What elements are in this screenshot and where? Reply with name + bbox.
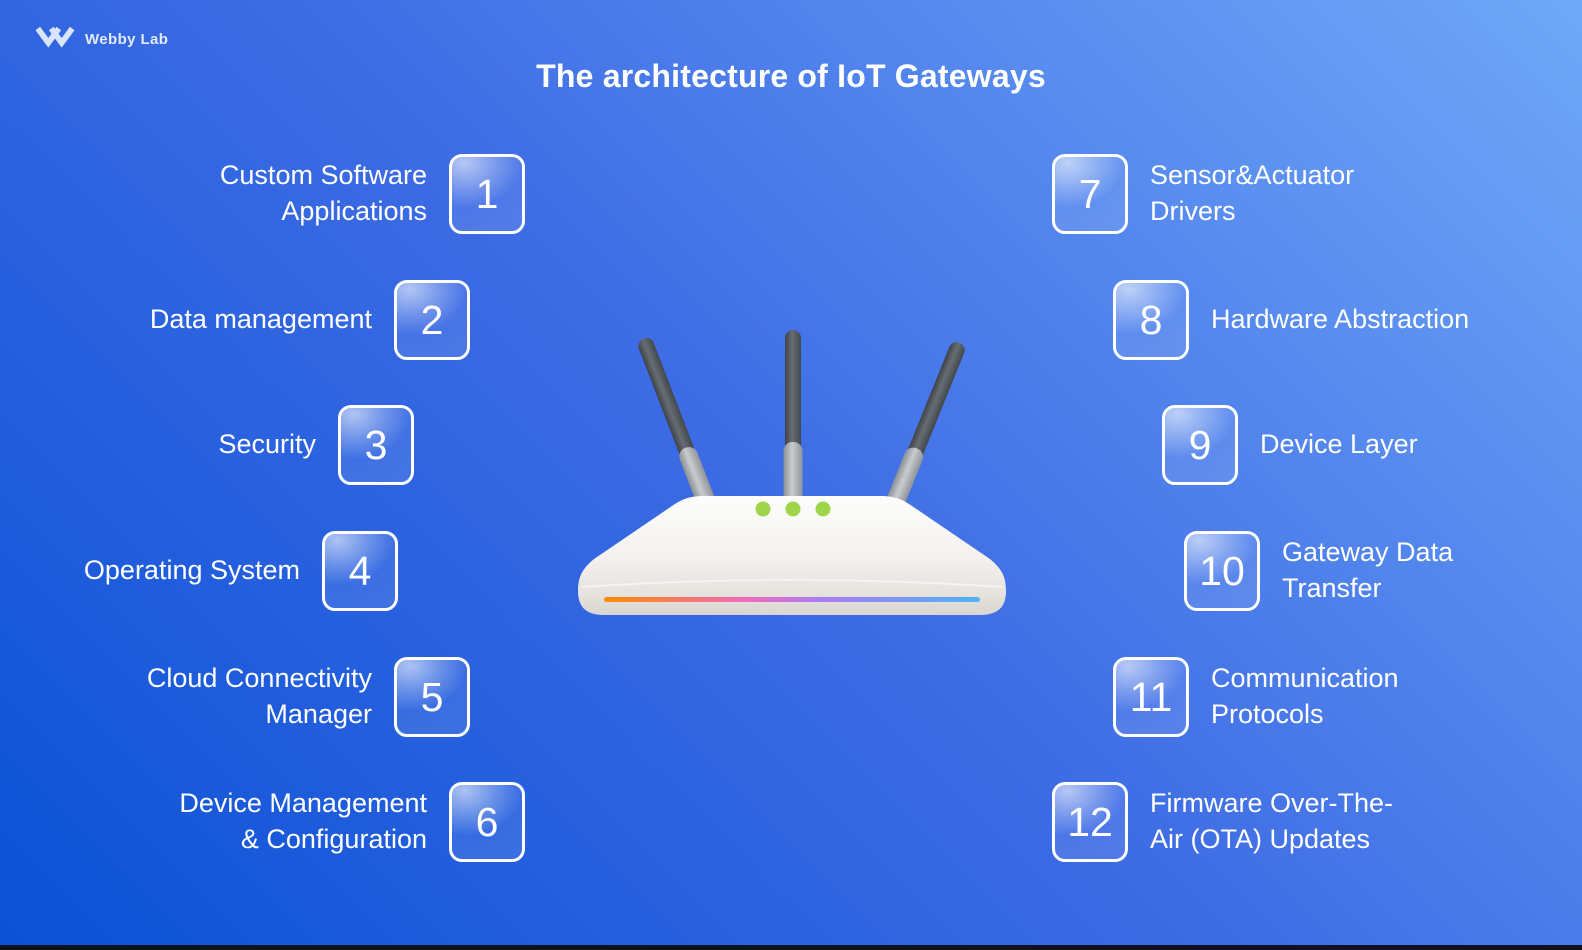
item-hardware-abstraction: 8 Hardware Abstraction [1113, 280, 1469, 360]
wifi-router-illustration [578, 330, 1006, 615]
item-cloud-connectivity-manager: Cloud Connectivity Manager 5 [147, 657, 470, 737]
item-device-management-configuration: Device Management & Configuration 6 [179, 782, 525, 862]
item-number: 4 [348, 547, 372, 594]
item-number: 7 [1078, 170, 1102, 217]
webbylab-logo-text: Webby Lab [85, 30, 169, 48]
item-label: Communication Protocols [1211, 663, 1399, 729]
router-body [578, 496, 1006, 615]
item-number-box: 5 [394, 657, 470, 737]
item-label: Device Management & Configuration [179, 788, 427, 854]
item-number: 9 [1188, 421, 1212, 468]
item-number-box: 4 [322, 531, 398, 611]
item-custom-software-applications: Custom Software Applications 1 [220, 154, 525, 234]
router-led [815, 501, 831, 517]
item-number: 6 [475, 798, 499, 845]
item-operating-system: Operating System 4 [84, 531, 398, 611]
item-label: Sensor&Actuator Drivers [1150, 160, 1355, 226]
page-title: The architecture of IoT Gateways [536, 58, 1046, 94]
item-number-box: 7 [1052, 154, 1128, 234]
webbylab-logo: Webby Lab [34, 24, 168, 54]
item-number-box: 12 [1052, 782, 1128, 862]
item-number-box: 10 [1184, 531, 1260, 611]
item-number-box: 11 [1113, 657, 1189, 737]
item-number: 12 [1067, 798, 1113, 845]
item-number-box: 1 [449, 154, 525, 234]
router-led [755, 501, 771, 517]
item-label: Hardware Abstraction [1211, 304, 1470, 335]
item-number: 3 [364, 421, 388, 468]
item-label: Gateway Data Transfer [1282, 537, 1454, 603]
item-label: Device Layer [1260, 429, 1418, 460]
item-label: Data management [149, 304, 372, 335]
item-number: 10 [1199, 547, 1245, 594]
item-communication-protocols: 11 Communication Protocols [1113, 657, 1399, 737]
item-number-box: 3 [338, 405, 414, 485]
item-number: 11 [1129, 673, 1173, 720]
item-label: Cloud Connectivity Manager [146, 663, 372, 729]
item-number: 2 [420, 296, 444, 343]
item-security: Security 3 [218, 405, 414, 485]
item-number-box: 6 [449, 782, 525, 862]
item-label: Security [218, 429, 316, 460]
item-firmware-ota-updates: 12 Firmware Over-The- Air (OTA) Updates [1052, 782, 1393, 862]
item-label: Custom Software Applications [219, 160, 427, 226]
item-number: 8 [1139, 296, 1163, 343]
item-number-box: 9 [1162, 405, 1238, 485]
item-number-box: 8 [1113, 280, 1189, 360]
router-led [785, 501, 801, 517]
bottom-edge-bar [0, 945, 1582, 950]
item-sensor-actuator-drivers: 7 Sensor&Actuator Drivers [1052, 154, 1354, 234]
item-device-layer: 9 Device Layer [1162, 405, 1418, 485]
item-number-box: 2 [394, 280, 470, 360]
router-led-strip [604, 597, 980, 602]
item-label: Operating System [83, 555, 300, 586]
item-number: 1 [475, 170, 499, 217]
item-data-management: Data management 2 [150, 280, 470, 360]
webbylab-logo-icon [35, 26, 75, 48]
item-number: 5 [420, 673, 444, 720]
item-label: Firmware Over-The- Air (OTA) Updates [1150, 788, 1394, 854]
item-gateway-data-transfer: 10 Gateway Data Transfer [1184, 531, 1453, 611]
